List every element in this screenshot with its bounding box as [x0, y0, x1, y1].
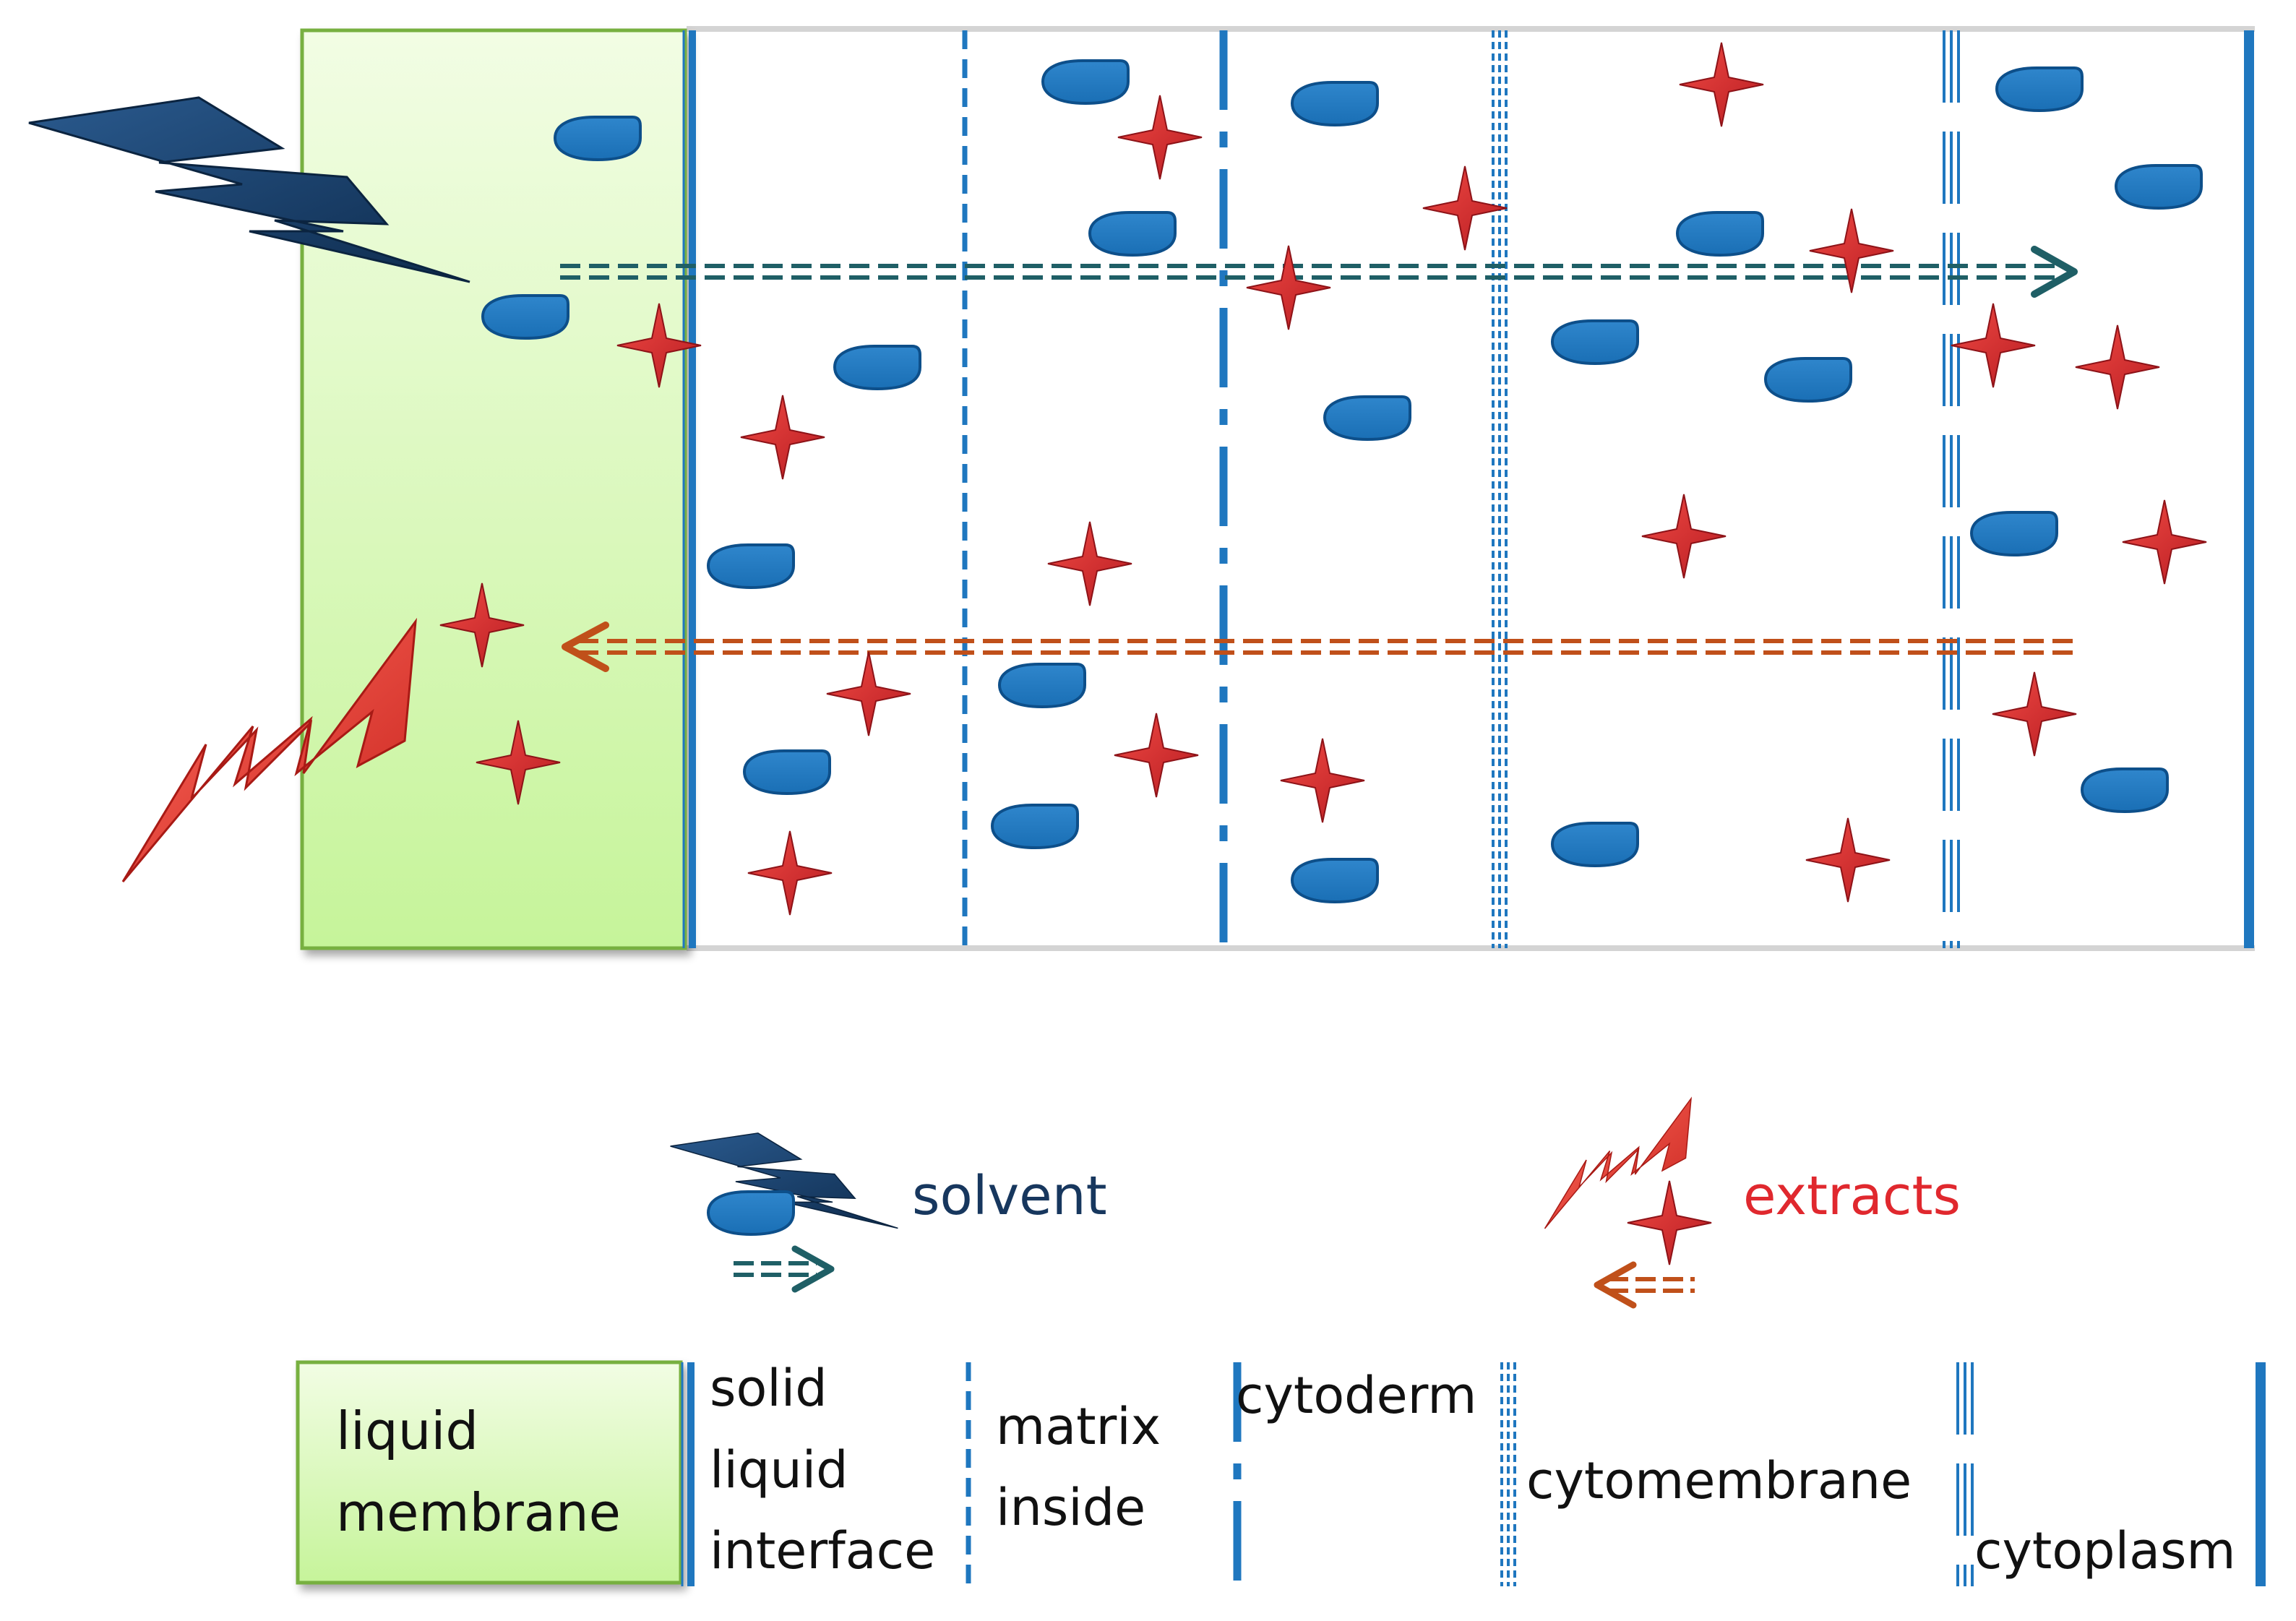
extract-star	[1117, 95, 1203, 180]
solvent-drop	[481, 294, 569, 340]
liquid-membrane-region	[300, 28, 687, 950]
solvent-drop	[1995, 66, 2084, 112]
cytomembrane-key-label: cytomembrane	[1526, 1451, 1912, 1510]
solvent-drop	[2081, 767, 2169, 813]
extract-stars	[439, 42, 2207, 916]
cytoplasm-key-boundary	[1956, 1362, 1974, 1586]
layer-key: liquid membrane solid liquid interface m…	[296, 1359, 2266, 1586]
liquid-membrane-key-line-1: liquid	[336, 1401, 478, 1461]
cytoderm-key-label: cytoderm	[1236, 1366, 1476, 1425]
extraction-panel	[27, 26, 2255, 951]
solvent-drop	[991, 804, 1079, 849]
solid-liquid-interface-boundary	[682, 30, 696, 948]
matrix-key-line-2: inside	[996, 1478, 1145, 1537]
solvent-drop	[1676, 211, 1764, 257]
solvent-drop	[1323, 395, 1411, 441]
interface-key-line-2: liquid	[710, 1440, 848, 1500]
cytomembrane-boundary	[1492, 30, 1508, 948]
legend-solvent-drop-icon	[707, 1190, 795, 1236]
extract-star	[2122, 499, 2207, 585]
extract-star	[1246, 245, 1331, 330]
extract-star	[2075, 324, 2160, 410]
extract-star	[826, 651, 911, 736]
solvent-drop	[1764, 357, 1852, 403]
interface-key-line-1: solid	[710, 1359, 827, 1418]
legend-solvent-arrow-icon	[734, 1245, 835, 1293]
legend-solvent: solvent	[669, 1132, 1107, 1293]
extract-star	[1805, 817, 1891, 903]
liquid-membrane-key-line-2: membrane	[336, 1482, 621, 1543]
solvent-drop	[998, 663, 1086, 708]
solvent-drop	[554, 116, 642, 161]
extract-star	[1641, 494, 1727, 579]
extract-star	[1951, 303, 2036, 388]
solvent-drop	[1088, 211, 1177, 257]
cytoplasm-boundary	[1943, 30, 1960, 948]
extract-star	[1280, 738, 1365, 823]
solvent-drop	[1291, 858, 1379, 903]
extract-star	[1422, 165, 1508, 251]
legend-extracts: extracts	[1544, 1098, 1961, 1309]
solvent-flow-arrow	[560, 246, 2078, 298]
extract-star	[740, 395, 825, 480]
extract-star	[1047, 521, 1132, 606]
solvent-drop	[743, 749, 831, 795]
extract-star	[1992, 671, 2077, 757]
interface-key-line-3: interface	[710, 1521, 935, 1581]
solvent-drop	[1970, 511, 2058, 556]
legend-extract-star-icon	[1627, 1180, 1712, 1265]
legend-extract-arrow-icon	[1594, 1261, 1695, 1309]
legend: solvent extracts	[669, 1098, 1961, 1309]
extract-flow-arrow	[562, 622, 2074, 672]
solvent-drop	[1551, 822, 1639, 867]
extract-star	[1809, 208, 1894, 293]
interface-key-boundary	[681, 1362, 695, 1586]
solvent-drop	[2115, 164, 2203, 210]
cytomembrane-key-boundary	[1500, 1362, 1516, 1586]
solvent-drop	[1041, 59, 1130, 105]
solvent-drop	[833, 345, 921, 390]
liquid-membrane-key-box	[296, 1360, 683, 1585]
matrix-key-line-1: matrix	[996, 1397, 1161, 1456]
cytoplasm-key-label: cytoplasm	[1974, 1521, 2236, 1581]
solvent-drop	[1551, 319, 1639, 365]
solvent-drop	[1291, 81, 1379, 126]
extract-star	[1679, 42, 1764, 127]
solvent-drop	[707, 543, 795, 589]
extract-star	[747, 830, 833, 916]
extract-star	[1114, 713, 1199, 798]
legend-solvent-label: solvent	[912, 1165, 1107, 1227]
legend-extracts-label: extracts	[1743, 1165, 1961, 1227]
